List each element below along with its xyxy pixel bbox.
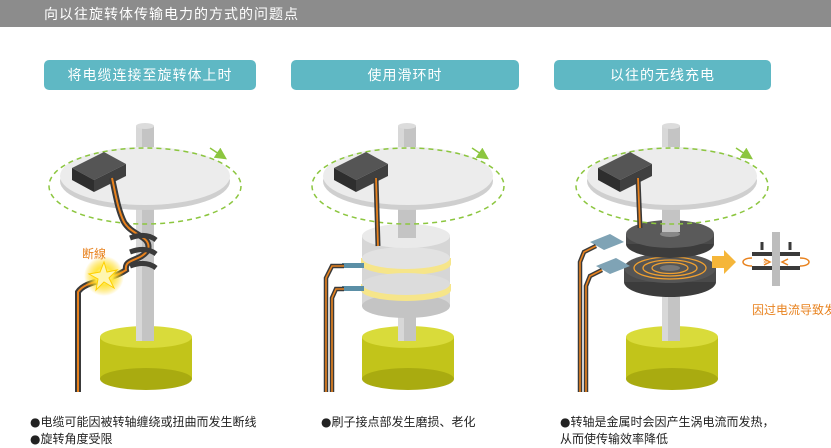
title-bar: 向以往旋转体传输电力的方式的问题点 — [0, 0, 831, 27]
heat-label: 因过电流导致发热 — [752, 302, 831, 317]
transmitter-coil-plate — [626, 220, 714, 258]
panel-wireless-notes: ●转轴是金属时会因产生涡电流而发热， 从而使传输效率降低 — [560, 414, 774, 448]
rotation-arrow-icon — [575, 147, 769, 225]
rotation-arrow-icon — [311, 147, 505, 225]
panel-wireless-heading: 以往的无线充电 — [554, 60, 771, 90]
pointer-arrow-icon — [712, 250, 736, 274]
svg-text:»: » — [763, 258, 767, 266]
note-item: ●刷子接点部发生磨损、老化 — [321, 415, 476, 429]
brush-contact — [342, 263, 364, 268]
base-cylinder — [100, 326, 192, 390]
device-box — [598, 152, 652, 192]
break-label: 断線 — [82, 246, 106, 261]
pickup-pad — [596, 258, 630, 274]
eddy-current-inset: » — [740, 232, 818, 286]
panel-cable-illustration: 断線 — [48, 123, 242, 392]
note-item: ●旋转角度受限 — [30, 432, 113, 446]
device-box — [334, 152, 388, 192]
receiver-coil-plate — [624, 253, 716, 297]
pickup-pad — [590, 234, 624, 250]
panel-slipring-illustration — [311, 123, 505, 392]
note-item: ●电缆可能因被转轴缠绕或扭曲而发生断线 — [30, 415, 257, 429]
note-item: 从而使传输效率降低 — [560, 432, 669, 446]
device-box — [72, 152, 126, 192]
panel-wireless-illustration: » 因过电流导致发热 — [575, 123, 831, 392]
note-item: ●转轴是金属时会因产生涡电流而发热， — [560, 415, 775, 429]
panel-slipring-notes: ●刷子接点部发生磨损、老化 — [321, 414, 475, 431]
rotation-arrow-icon — [48, 147, 242, 225]
panel-cable-heading: 将电缆连接至旋转体上时 — [44, 60, 256, 90]
page-title: 向以往旋转体传输电力的方式的问题点 — [44, 7, 299, 23]
panel-slipring-heading: 使用滑环时 — [291, 60, 519, 90]
panel-cable-notes: ●电缆可能因被转轴缠绕或扭曲而发生断线 ●旋转角度受限 — [30, 414, 256, 448]
base-cylinder — [362, 326, 454, 390]
slip-ring — [361, 224, 451, 318]
brush-contact — [342, 286, 364, 291]
cable-coil — [129, 232, 158, 271]
